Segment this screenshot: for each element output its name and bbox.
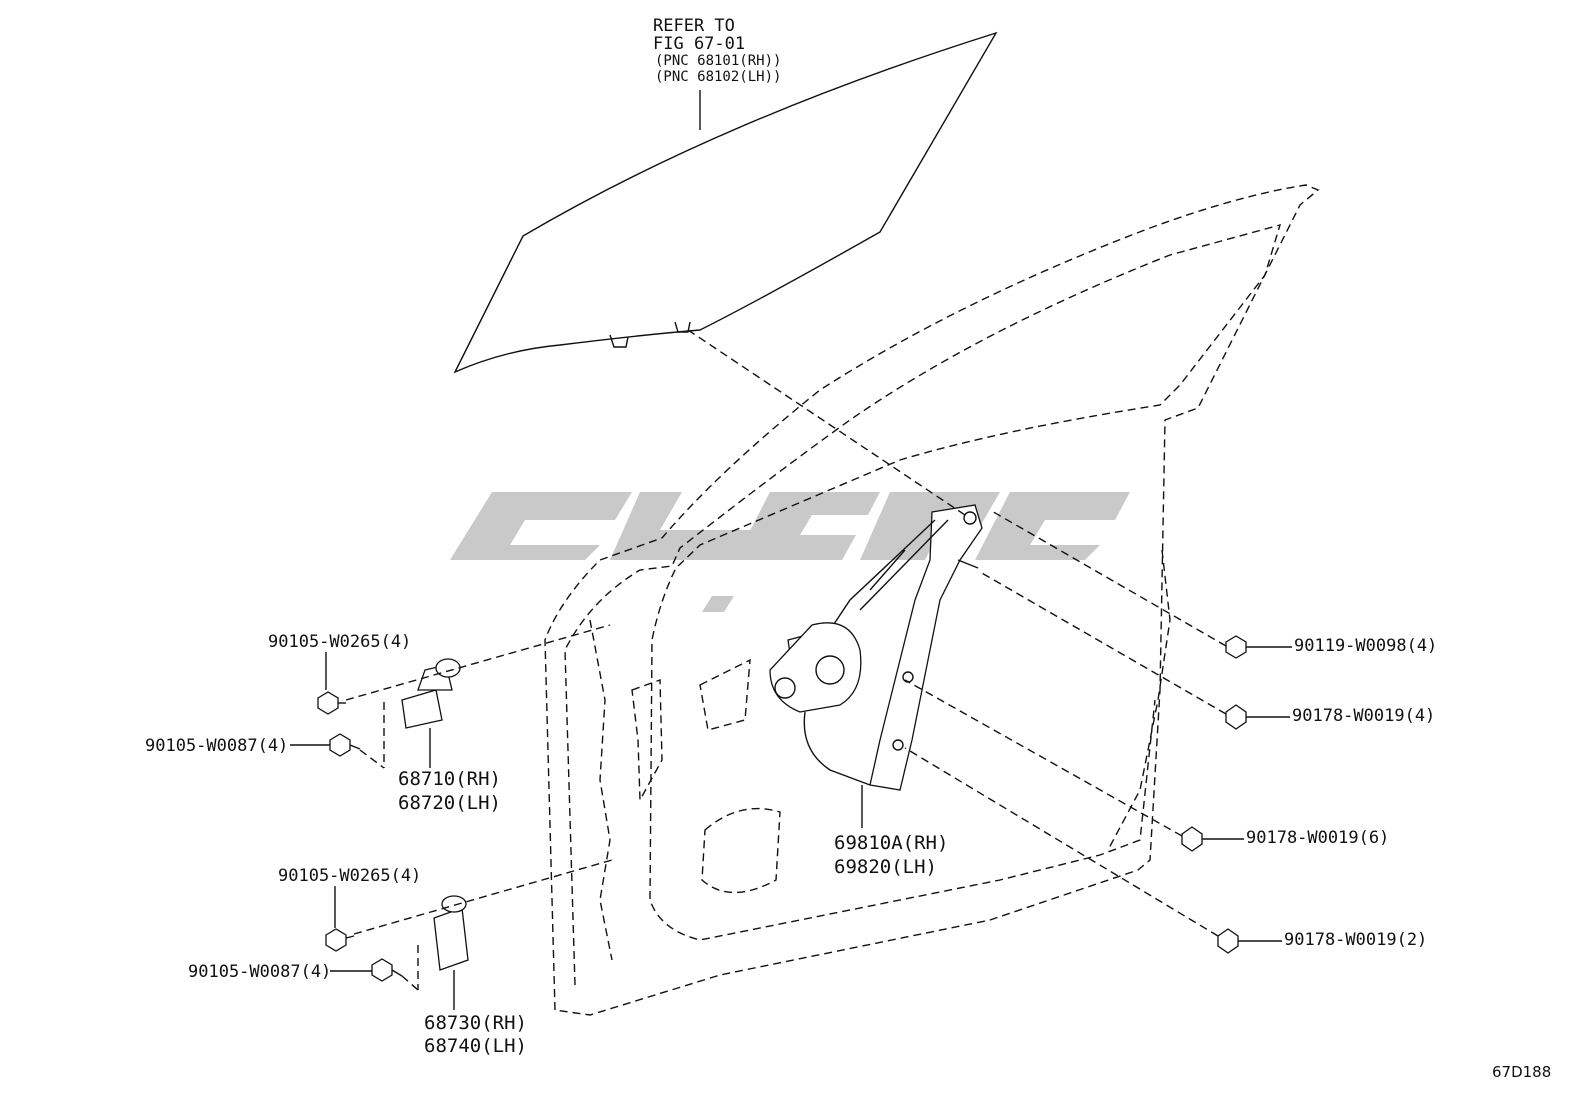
bolt-upper-1-label[interactable]: 90105-W0265(4) [268, 632, 412, 652]
bolt-lower-1-label[interactable]: 90105-W0265(4) [278, 866, 422, 886]
bolt-right-label[interactable]: 90119-W0098(4) [1294, 636, 1438, 656]
bolt-icon [329, 733, 385, 769]
bolt-upper-2-label[interactable]: 90105-W0087(4) [145, 736, 289, 756]
glass-ref-line4: (PNC 68102(LH)) [655, 69, 782, 85]
window-regulator-icon [769, 504, 983, 791]
nut-right-3-label[interactable]: 90178-W0019(2) [1284, 930, 1428, 950]
diagram-id: 67D188 [1492, 1063, 1552, 1081]
hinge-icon [383, 658, 461, 768]
nut-icon [904, 747, 1239, 954]
glass-ref-line3: (PNC 68101(RH)) [655, 53, 782, 69]
glass-attach-line [687, 329, 966, 516]
hinge-lower-label-rh[interactable]: 68730(RH) [424, 1012, 527, 1034]
bolt-lower-2-label[interactable]: 90105-W0087(4) [188, 962, 332, 982]
bolt-icon [325, 859, 613, 952]
nut-right-2-label[interactable]: 90178-W0019(6) [1246, 828, 1390, 848]
hinge-lower-label-lh[interactable]: 68740(LH) [424, 1035, 527, 1057]
glass-ref-line2: FIG 67-01 [653, 34, 746, 54]
hinge-upper-label-lh[interactable]: 68720(LH) [398, 792, 501, 814]
leader-lines [290, 90, 1292, 972]
nut-right-1-label[interactable]: 90178-W0019(4) [1292, 706, 1436, 726]
nut-icon [979, 571, 1247, 730]
door-glass-icon [453, 31, 998, 374]
bolt-icon [317, 624, 611, 715]
glass-ref-line1: REFER TO [653, 16, 735, 36]
regulator-label-rh[interactable]: 69810A(RH) [834, 832, 949, 854]
hinge-upper-label-rh[interactable]: 68710(RH) [398, 768, 501, 790]
watermark-logo [450, 492, 1130, 612]
hinge-icon [417, 895, 469, 1010]
door-frame [544, 184, 1320, 1016]
bolt-icon [989, 509, 1247, 659]
bolt-icon [371, 958, 419, 991]
nut-icon [904, 679, 1203, 852]
regulator-label-lh[interactable]: 69820(LH) [834, 856, 937, 878]
